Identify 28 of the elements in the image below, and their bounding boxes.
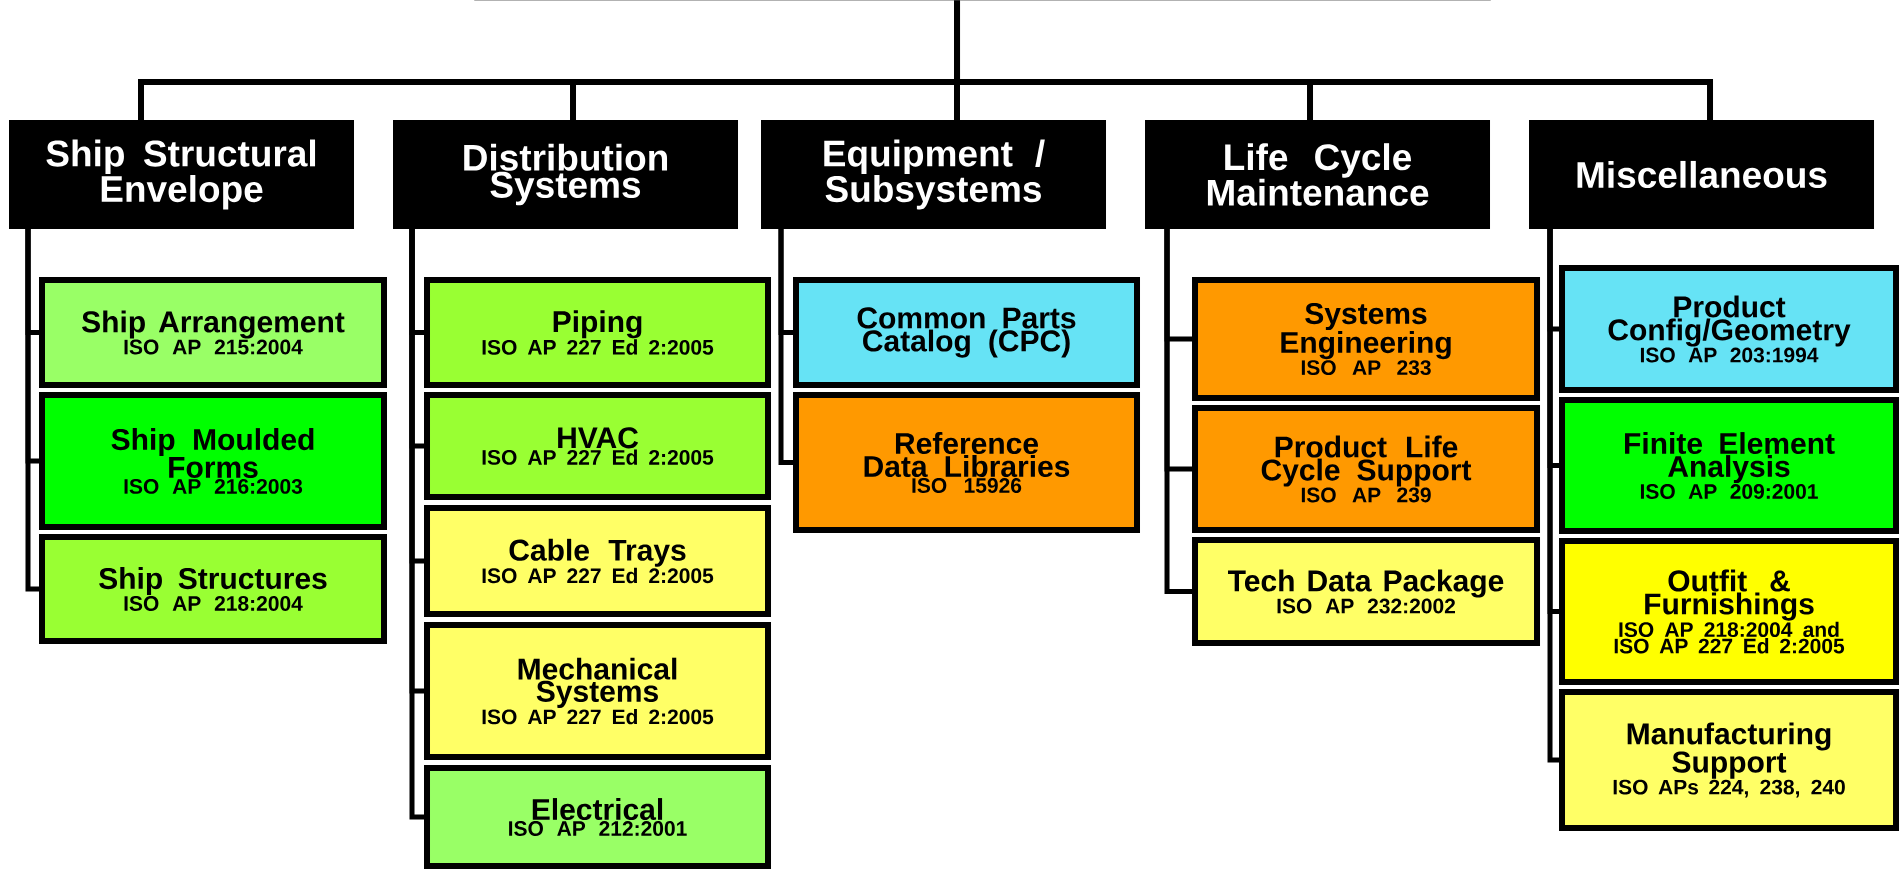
category-header: Equipment / Subsystems bbox=[761, 120, 1106, 229]
standard-box: Ship Structures ISO AP 218:2004 bbox=[39, 534, 387, 644]
connector-line bbox=[954, 0, 1713, 120]
standard-box: Reference Data Libraries ISO 15926 bbox=[793, 392, 1140, 533]
standard-box: Piping ISO AP 227 Ed 2:2005 bbox=[424, 277, 771, 388]
standard-box: Product Config/Geometry ISO AP 203:1994 bbox=[1559, 265, 1899, 393]
standard-box: Manufacturing Support ISO APs 224, 238, 240 bbox=[1559, 689, 1899, 831]
standard-box: Systems Engineering ISO AP 233 bbox=[1192, 277, 1540, 401]
category-header: Miscellaneous bbox=[1529, 120, 1874, 229]
standard-box: Finite Element Analysis ISO AP 209:2001 bbox=[1559, 397, 1899, 534]
standard-box: Product Life Cycle Support ISO AP 239 bbox=[1192, 405, 1540, 533]
connector-line bbox=[409, 226, 427, 820]
standard-box: Tech Data Package ISO AP 232:2002 bbox=[1192, 537, 1540, 646]
connector-line bbox=[778, 226, 796, 465]
category-header: Life Cycle Maintenance bbox=[1145, 120, 1490, 229]
category-header: Ship Structural Envelope bbox=[9, 120, 354, 229]
connector-line bbox=[1547, 226, 1562, 763]
standard-box: Outfit & Furnishings ISO AP 218:2004 and ISO AP 227 Ed 2:2005 bbox=[1559, 538, 1899, 685]
standard-box: HVAC ISO AP 227 Ed 2:2005 bbox=[424, 392, 771, 500]
connector-line bbox=[25, 226, 42, 592]
standard-box: Ship Moulded Forms ISO AP 216:2003 bbox=[39, 392, 387, 530]
standard-box: Mechanical Systems ISO AP 227 Ed 2:2005 bbox=[424, 622, 771, 760]
standard-box: Cable Trays ISO AP 227 Ed 2:2005 bbox=[424, 505, 771, 617]
category-header: Distribution Systems bbox=[393, 120, 738, 229]
standard-box: Common Parts Catalog (CPC) bbox=[793, 277, 1140, 388]
standard-box: Ship Arrangement ISO AP 215:2004 bbox=[39, 277, 387, 388]
standard-box: Electrical ISO AP 212:2001 bbox=[424, 765, 771, 869]
connector-line bbox=[1164, 226, 1195, 594]
